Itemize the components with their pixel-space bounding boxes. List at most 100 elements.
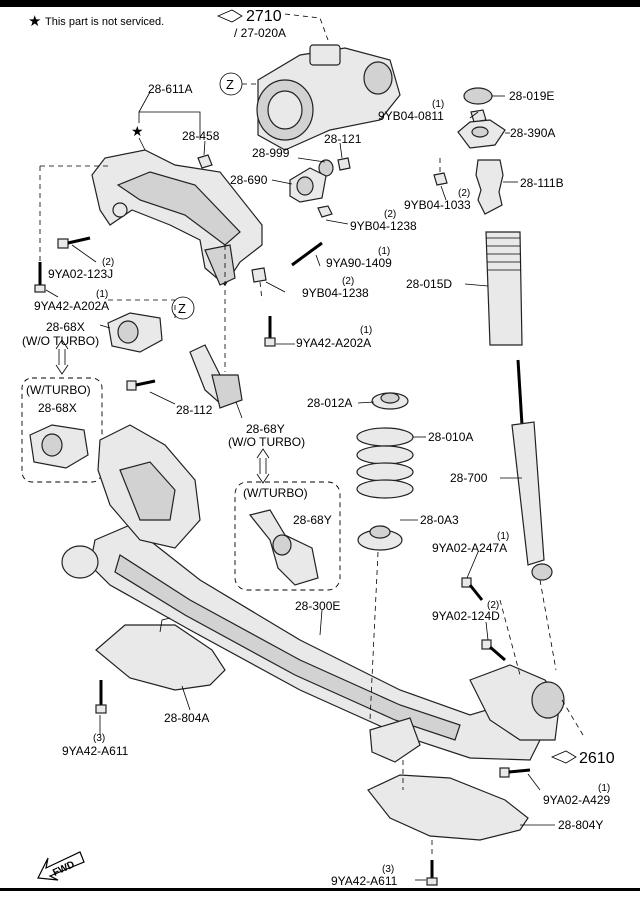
rear-beam-drawing (61, 424, 565, 763)
legend-text: This part is not serviced. (45, 16, 164, 28)
label-9YB04-1033[interactable]: 9YB04-1033 (404, 198, 471, 212)
spring-28-010A (356, 427, 414, 499)
part-labels: 28-611A 28-458 28-121 28-999 28-690 (2) … (22, 82, 610, 888)
label-9YA02-123J[interactable]: 9YA02-123J (48, 267, 113, 281)
label-28-112[interactable]: 28-112 (176, 403, 213, 417)
label-28-300E[interactable]: 28-300E (295, 599, 340, 613)
ref-arrow-2710[interactable]: 2710 / 27-020A (216, 8, 329, 41)
label-28-012A[interactable]: 28-012A (307, 396, 352, 410)
nut-9YB04-1033 (433, 172, 448, 186)
qty-9YA42-A202A-b: (1) (360, 325, 372, 336)
label-28-999[interactable]: 28-999 (252, 146, 290, 160)
qty-9YA02-A429: (1) (598, 783, 610, 794)
ref-2610-label: 2610 (579, 750, 615, 767)
label-28-121[interactable]: 28-121 (324, 132, 362, 146)
crossmember-drawing (91, 149, 263, 286)
fwd-arrow-icon: FWD (37, 851, 85, 881)
label-28-0A3[interactable]: 28-0A3 (420, 513, 459, 527)
label-28-804A[interactable]: 28-804A (164, 711, 209, 725)
leader-lines (45, 91, 555, 881)
crossmember-star-icon: ★ (131, 123, 144, 139)
nut-28-458 (197, 154, 213, 169)
bolt-9YA42-A202A-upper (34, 262, 46, 293)
qty-9YA90-1409: (1) (378, 246, 390, 257)
bottom-bar (0, 888, 640, 891)
ref-27-020A-label: / 27-020A (234, 26, 286, 40)
legend-star-icon: ★ (28, 13, 41, 30)
shock-28-700 (511, 359, 553, 581)
zone-z-top: Z (219, 72, 258, 96)
label-28-390A[interactable]: 28-390A (510, 126, 555, 140)
mount-28-68X-w-turbo (29, 424, 89, 469)
shield-28-804Y (367, 774, 529, 841)
variant-arrow-68X (55, 339, 69, 375)
top-bar (0, 0, 640, 7)
ref-arrow-2610[interactable]: 2610 (550, 699, 615, 767)
svg-text:Z: Z (226, 77, 234, 92)
label-28-68X-wo-turbo[interactable]: 28-68X (46, 320, 85, 334)
label-wo-turbo-68X: (W/O TURBO) (22, 334, 99, 348)
nut-28-121 (337, 157, 351, 171)
w-turbo-box-68Y (234, 481, 341, 591)
mount-28-68Y-w-turbo (248, 509, 319, 586)
label-28-68X-w-turbo[interactable]: 28-68X (38, 401, 77, 415)
link-28-112 (189, 344, 243, 409)
label-9YB04-0811[interactable]: 9YB04-0811 (378, 109, 444, 123)
bolt-9YA02-124D (481, 639, 506, 662)
bolt-9YA42-A611-left (95, 680, 107, 714)
bolt-9YA42-A611-right (426, 860, 438, 886)
label-9YA42-A202A-b[interactable]: 9YA42-A202A (296, 336, 371, 350)
bolt-9YA02-A429 (499, 767, 531, 778)
w-turbo-box-68X (21, 377, 103, 483)
label-9YA02-124D[interactable]: 9YA02-124D (432, 609, 500, 623)
pin-9YA90-1409 (291, 241, 323, 267)
qty-9YA42-A202A-a: (1) (96, 289, 108, 300)
qty-9YB04-0811: (1) (432, 99, 444, 110)
label-9YA42-A202A-a[interactable]: 9YA42-A202A (34, 299, 109, 313)
label-28-690[interactable]: 28-690 (230, 173, 268, 187)
label-wo-turbo-68Y: (W/O TURBO) (228, 435, 305, 449)
boot-28-015D (485, 231, 523, 346)
qty-9YB04-1238-b: (2) (342, 276, 354, 287)
nut-9YB04-1238-top (317, 205, 333, 218)
label-28-611A[interactable]: 28-611A (148, 82, 192, 96)
qty-9YA02-124D: (2) (487, 600, 499, 611)
zone-z-mid: Z (171, 296, 195, 320)
bolt-9YA02-A247A (461, 577, 484, 601)
mount-28-68X-wo-turbo (107, 312, 163, 353)
bolt-28-112 (126, 379, 156, 391)
qty-9YA42-A611-b: (3) (382, 864, 394, 875)
label-9YA02-A429[interactable]: 9YA02-A429 (543, 793, 610, 807)
label-28-700[interactable]: 28-700 (450, 471, 488, 485)
fwd-label: FWD (51, 859, 76, 879)
label-28-010A[interactable]: 28-010A (428, 430, 473, 444)
nut-9YB04-1238-mid (251, 267, 267, 283)
label-28-015D[interactable]: 28-015D (406, 277, 452, 291)
label-28-68Y-w-turbo[interactable]: 28-68Y (293, 513, 332, 527)
bump-cap-28-019E (463, 87, 493, 105)
shield-28-804A (95, 617, 226, 691)
label-9YB04-1238-a[interactable]: 9YB04-1238 (350, 219, 417, 233)
label-9YA42-A611-b[interactable]: 9YA42-A611 (331, 874, 398, 888)
label-9YA02-A247A[interactable]: 9YA02-A247A (432, 541, 507, 555)
rear-differential-drawing (256, 44, 401, 151)
qty-9YB04-1238-a: (2) (384, 209, 396, 220)
bolt-9YA42-A202A-lower (264, 316, 276, 347)
label-28-804Y[interactable]: 28-804Y (558, 818, 603, 832)
label-28-019E[interactable]: 28-019E (509, 89, 554, 103)
label-9YA42-A611-a[interactable]: 9YA42-A611 (62, 744, 129, 758)
label-9YA90-1409[interactable]: 9YA90-1409 (326, 256, 392, 270)
qty-9YA42-A611-a: (3) (93, 733, 105, 744)
label-28-458[interactable]: 28-458 (182, 129, 220, 143)
qty-9YA02-A247A: (1) (497, 531, 509, 542)
label-28-68Y-wo-turbo[interactable]: 28-68Y (246, 422, 285, 436)
mount-28-390A (457, 119, 506, 149)
variant-arrow-68Y (256, 448, 270, 484)
label-28-111B[interactable]: 28-111B (520, 176, 564, 190)
label-w-turbo-68X: (W/TURBO) (26, 383, 91, 397)
label-9YB04-1238-b[interactable]: 9YB04-1238 (302, 286, 369, 300)
bump-stop-28-111B (475, 159, 504, 215)
mount-28-690 (289, 167, 327, 203)
label-w-turbo-68Y: (W/TURBO) (243, 486, 308, 500)
